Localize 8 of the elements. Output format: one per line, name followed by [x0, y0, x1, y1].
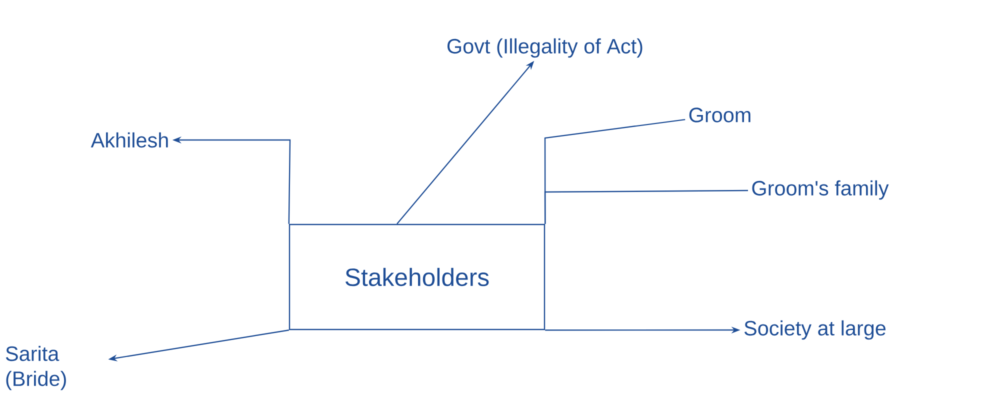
stakeholder-label: Akhilesh — [90, 132, 168, 148]
stakeholder-label: Sarita (Bride) — [6, 346, 66, 390]
stakeholder-label: Society at large — [744, 320, 886, 340]
stakeholder-box: Stakeholders — [288, 224, 546, 330]
stakeholder-label: Govt (Illegality of Act) — [448, 38, 642, 58]
stakeholder-label: Groom's family — [752, 180, 889, 200]
stakeholder-label: Groom — [689, 108, 750, 122]
connector-line — [544, 190, 748, 224]
